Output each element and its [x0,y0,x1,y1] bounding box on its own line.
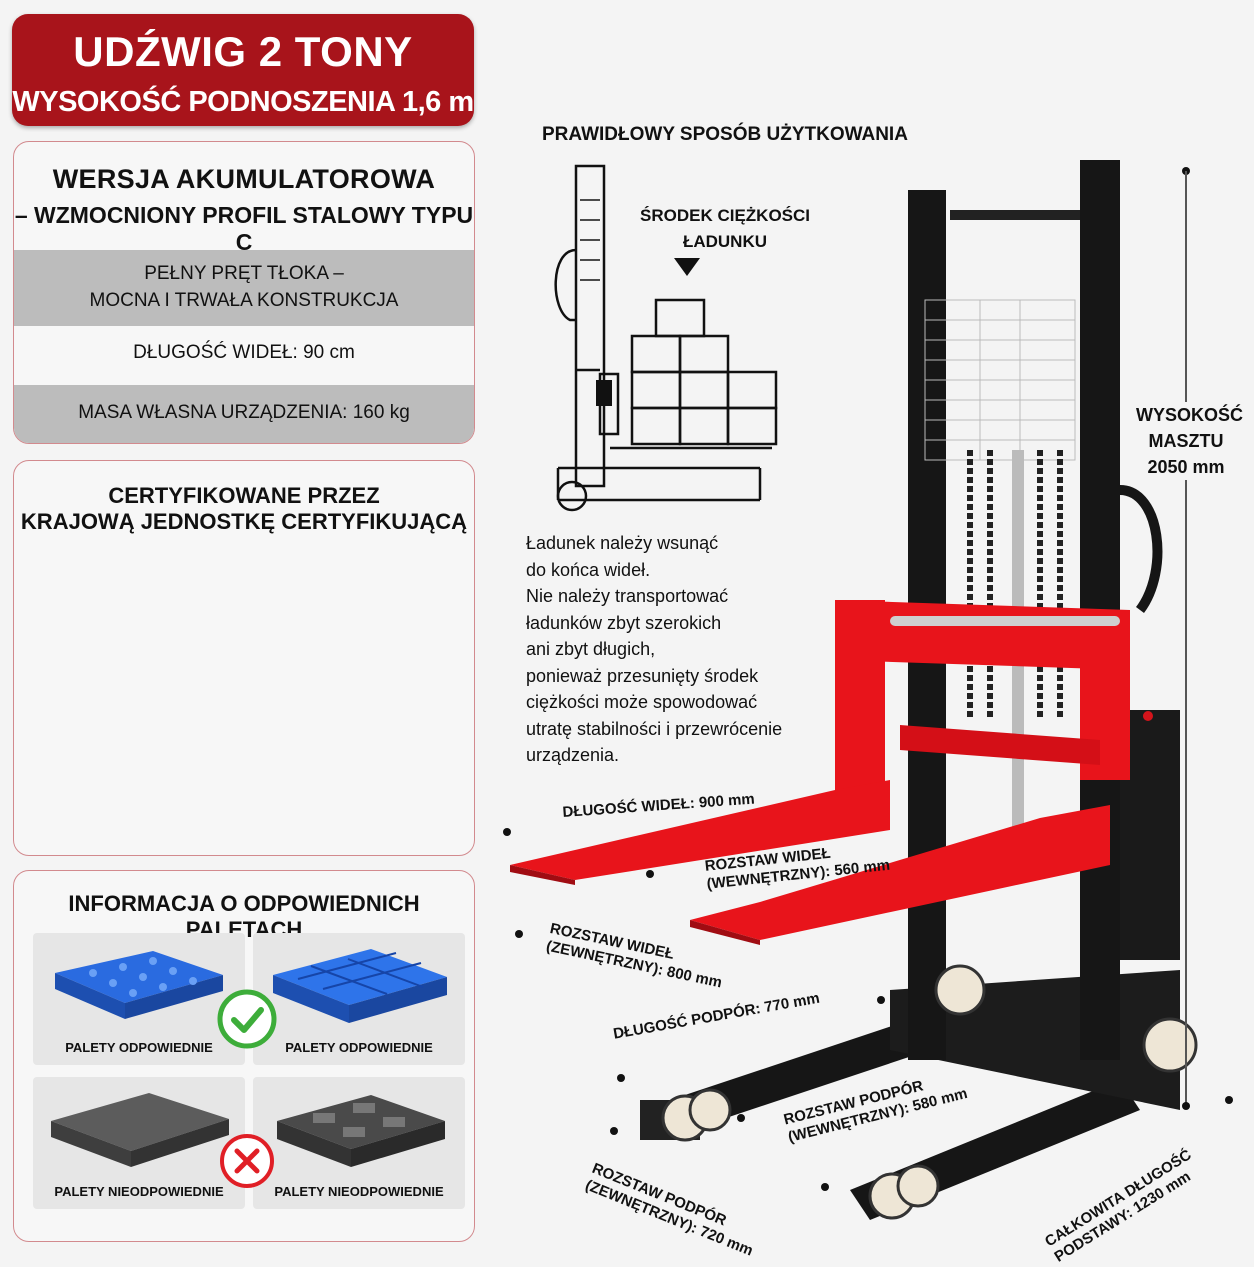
leg-outer-marker [821,1183,829,1191]
fork-inner-marker [646,870,654,878]
certification-line-1: CERTYFIKOWANE PRZEZ [108,483,380,508]
piston-line-2: MOCNA I TRWAŁA KONSTRUKCJA [89,290,399,311]
blue-pallet-image [273,949,447,1023]
check-icon [217,989,277,1049]
usage-title: PRAWIDŁOWY SPOSÓB UŻYTKOWANIA [542,124,908,145]
mast-height-line-1: WYSOKOŚĆ [1136,405,1244,425]
fork-length-marker [503,828,511,836]
piston-line-1: PEŁNY PRĘT TŁOKA – [144,263,344,284]
pallet-info-card: INFORMACJA O ODPOWIEDNICH PALETACH PALET… [13,870,475,1242]
mast-height-label: WYSOKOŚĆ MASZTU 2050 mm [1136,402,1244,480]
version-subtitle: – WZMOCNIONY PROFIL STALOWY TYPU C [14,202,474,255]
instruction-line: ani zbyt długich, [526,639,656,659]
instruction-line: ciężkości może spowodować [526,692,758,712]
version-title: WERSJA AKUMULATOROWA [52,164,436,194]
capacity-banner: UDŹWIG 2 TONY WYSOKOŚĆ PODNOSZENIA 1,6 m [12,14,474,126]
pallet-label-unsuitable-2: PALETY NIEODPOWIEDNIE [274,1184,444,1199]
pallet-info-title: INFORMACJA O ODPOWIEDNICH PALETACH [68,891,420,942]
pallet-tile-suitable-1: PALETY ODPOWIEDNIE [33,933,245,1065]
instruction-line: ładunków zbyt szerokich [526,612,722,633]
instruction-line: urządzenia. [526,745,620,765]
instruction-line: ponieważ przesunięty środek [526,665,759,686]
cog-line-1: ŚRODEK CIĘŻKOŚCI [639,206,811,225]
weight-spec: MASA WŁASNA URZĄDZENIA: 160 kg [78,402,410,423]
leg-length-marker [877,996,885,1004]
pallet-tile-unsuitable-1: PALETY NIEODPOWIEDNIE [33,1077,245,1209]
grey-pallet-image [277,1095,445,1167]
leg-inner-marker [737,1114,745,1122]
mast-height-line [1185,171,1187,1106]
certification-text: CERTYFIKOWANE PRZEZ KRAJOWĄ JEDNOSTKĘ CE… [14,483,474,535]
center-of-gravity-label: ŚRODEK CIĘŻKOŚCI ŁADUNKU [630,203,820,255]
fork-outer-marker [515,930,523,938]
usage-instructions: Ładunek należy wsunąć do końca wideł. Ni… [526,530,826,769]
mast-height-marker-bottom [1182,1102,1190,1110]
leg-outer-marker [610,1127,618,1135]
fork-length-spec: DŁUGOŚĆ WIDEŁ: 90 cm [133,342,355,363]
spec-card: WERSJA AKUMULATOROWA – WZMOCNIONY PROFIL… [13,141,475,444]
pallet-label-unsuitable-1: PALETY NIEODPOWIEDNIE [54,1184,224,1199]
leg-length-marker [617,1074,625,1082]
piston-row: PEŁNY PRĘT TŁOKA – MOCNA I TRWAŁA KONSTR… [14,250,474,326]
pallet-tile-unsuitable-2: PALETY NIEODPOWIEDNIE [253,1077,465,1209]
pallet-tile-suitable-2: PALETY ODPOWIEDNIE [253,933,465,1065]
certification-card: CERTYFIKOWANE PRZEZ KRAJOWĄ JEDNOSTKĘ CE… [13,460,475,856]
capacity-title: UDŹWIG 2 TONY [73,28,413,75]
lift-height-subtitle: WYSOKOŚĆ PODNOSZENIA 1,6 m [12,86,474,118]
weight-row: MASA WŁASNA URZĄDZENIA: 160 kg [14,385,474,443]
certification-line-2: KRAJOWĄ JEDNOSTKĘ CERTYFIKUJĄCĄ [20,509,468,534]
cross-icon [220,1134,274,1188]
mast-height-line-3: 2050 mm [1147,457,1225,477]
usage-diagram [554,164,778,512]
base-length-marker [1225,1096,1233,1104]
pallet-label-suitable-1: PALETY ODPOWIEDNIE [65,1040,213,1055]
instruction-line: do końca wideł. [526,559,651,580]
mast-height-line-2: MASZTU [1148,431,1224,451]
blue-pallet-image [55,951,223,1019]
pallet-label-suitable-2: PALETY ODPOWIEDNIE [285,1040,433,1055]
stacker-illustration [510,160,1198,1220]
grey-pallet-image [51,1093,229,1167]
instruction-line: utratę stabilności i przewrócenie [526,718,783,739]
instruction-line: Ładunek należy wsunąć [526,533,719,553]
cog-line-2: ŁADUNKU [682,232,768,251]
instruction-line: Nie należy transportować [526,586,729,606]
